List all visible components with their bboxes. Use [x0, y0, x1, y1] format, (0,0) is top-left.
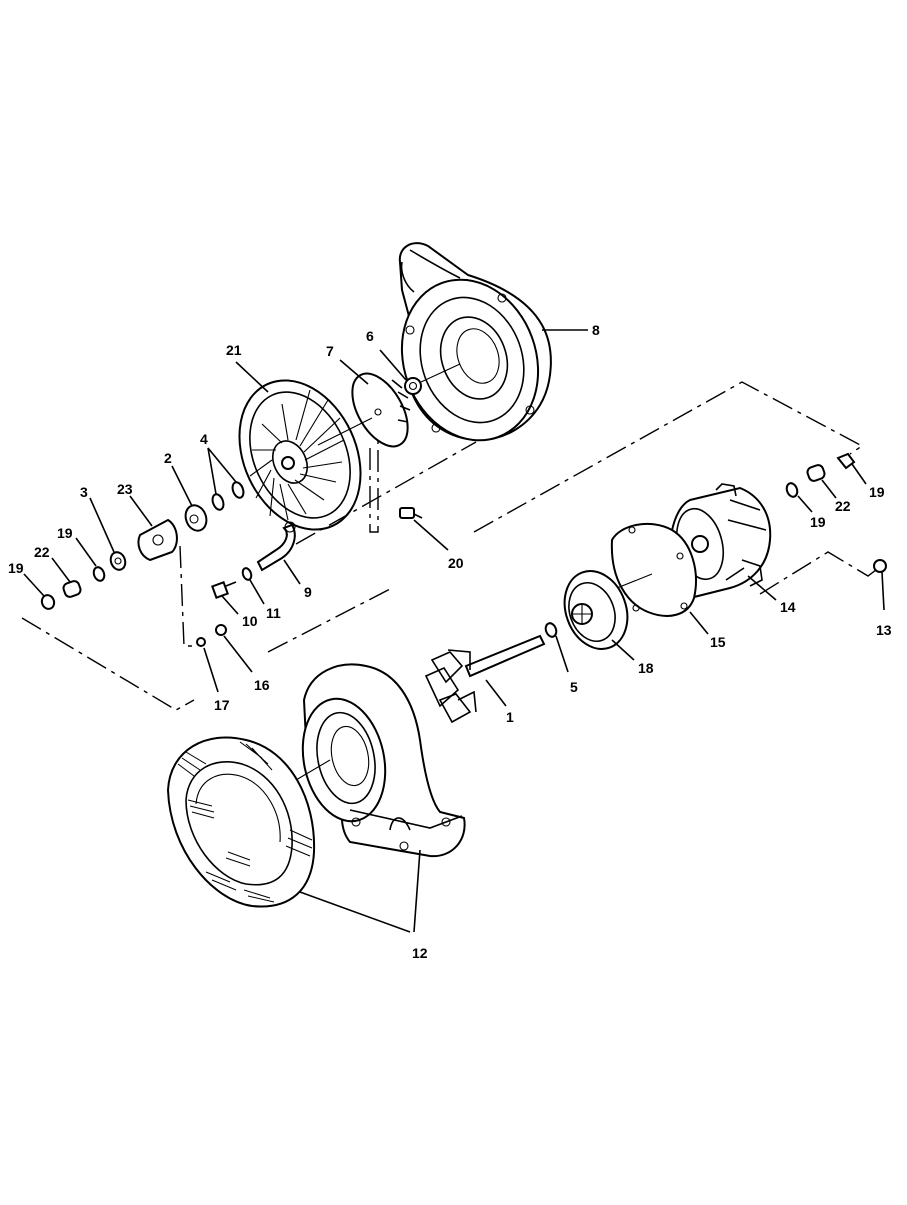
- callout-23: 23: [117, 481, 133, 497]
- turbine-housing-12: [301, 663, 466, 858]
- callout-3: 3: [80, 484, 88, 500]
- callout-21: 21: [226, 342, 242, 358]
- bolt-20: [399, 507, 449, 551]
- callout-14: 14: [780, 599, 796, 615]
- callout-10: 10: [242, 613, 258, 629]
- callout-18: 18: [638, 660, 654, 676]
- bolt-10-washer-11: [211, 567, 265, 615]
- right-small-parts: [785, 452, 887, 611]
- callout-15: 15: [710, 634, 726, 650]
- thrust-bearing-23: [129, 495, 178, 562]
- callout-7: 7: [326, 343, 334, 359]
- callout-9: 9: [304, 584, 312, 600]
- callout-16: 16: [254, 677, 270, 693]
- thrust-collar-2: [171, 465, 208, 532]
- left-small-parts: [23, 537, 106, 610]
- turbine-shaft-wheel-1: [424, 634, 546, 724]
- callout-19-left-upper: 19: [57, 525, 73, 541]
- backplate-21: [235, 361, 373, 531]
- oil-tube-9: [256, 521, 301, 585]
- assembly-lines: [21, 381, 877, 711]
- screw-16-washer-17: [196, 624, 253, 693]
- washer-5: [544, 622, 569, 673]
- heat-blanket-12: [166, 736, 421, 933]
- callout-5: 5: [570, 679, 578, 695]
- callout-6: 6: [366, 328, 374, 344]
- callout-19-left-lower: 19: [8, 560, 24, 576]
- ring-3: [89, 497, 127, 571]
- callout-17: 17: [214, 697, 230, 713]
- callout-8: 8: [592, 322, 600, 338]
- compressor-housing: [398, 242, 588, 442]
- callout-12: 12: [412, 945, 428, 961]
- seal-rings-4: [207, 447, 245, 511]
- nut-6: [379, 349, 461, 395]
- gasket-15: [610, 522, 709, 635]
- callout-13: 13: [876, 622, 892, 638]
- callout-11: 11: [266, 605, 281, 621]
- compressor-wheel: [339, 359, 411, 448]
- seal-plate-18: [563, 570, 635, 661]
- callout-1: 1: [506, 709, 514, 725]
- callout-4: 4: [200, 431, 208, 447]
- callout-22-right: 22: [835, 498, 851, 514]
- callout-20: 20: [448, 555, 464, 571]
- callout-19-right-near: 19: [810, 514, 826, 530]
- callout-22-left: 22: [34, 544, 50, 560]
- callout-2: 2: [164, 450, 172, 466]
- callout-19-right-far: 19: [869, 484, 885, 500]
